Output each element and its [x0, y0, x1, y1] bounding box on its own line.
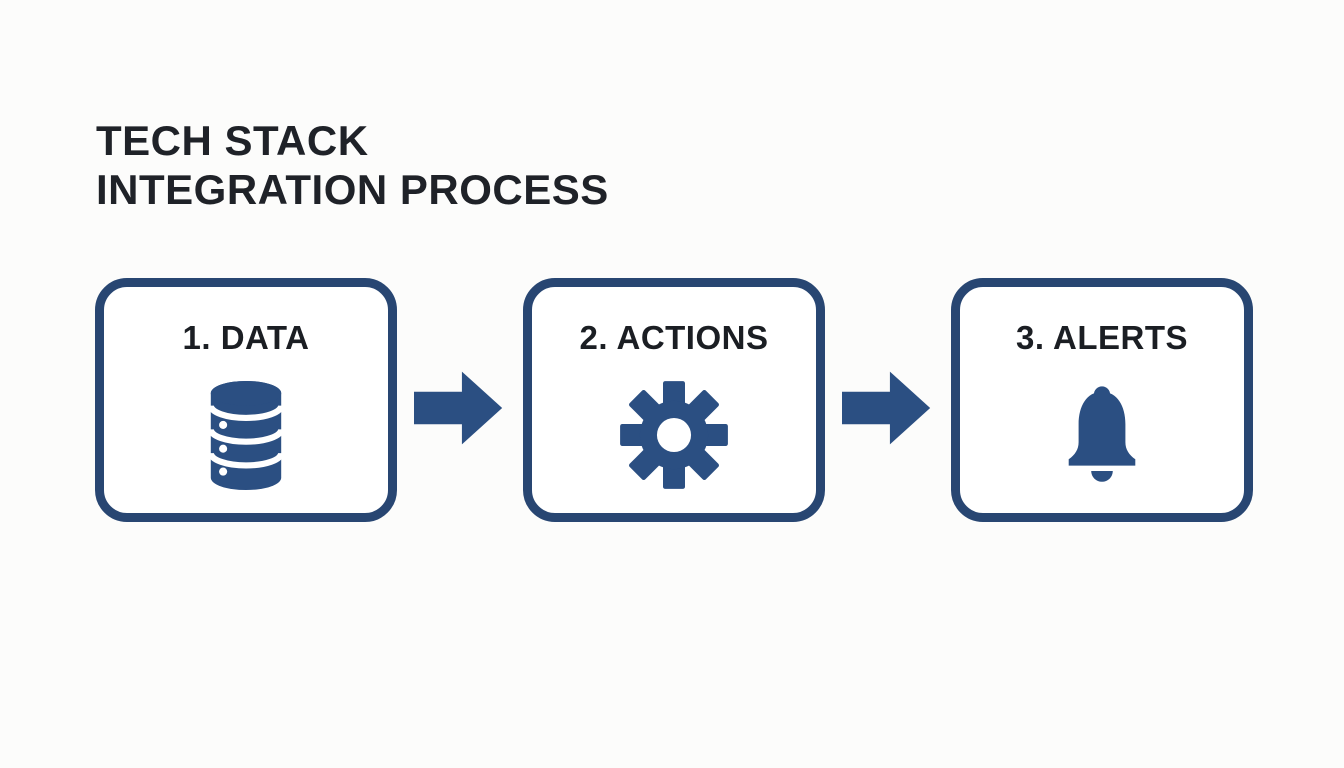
gear-icon [619, 357, 729, 513]
step-box-alerts: 3. ALERTS [951, 278, 1253, 522]
arrow-right-icon [397, 294, 523, 522]
step-label-actions: 2. ACTIONS [579, 319, 769, 356]
step-label-alerts: 3. ALERTS [1016, 319, 1188, 356]
page-title: TECH STACK INTEGRATION PROCESS [96, 116, 609, 214]
bell-icon [1057, 357, 1147, 513]
database-icon [202, 357, 290, 513]
title-line-1: TECH STACK [96, 117, 369, 164]
step-box-data: 1. DATA [95, 278, 397, 522]
title-line-2: INTEGRATION PROCESS [96, 166, 609, 213]
arrow-right-icon [825, 294, 951, 522]
process-flow: 1. DATA 2. ACTIONS [95, 278, 1253, 522]
step-box-actions: 2. ACTIONS [523, 278, 825, 522]
step-label-data: 1. DATA [182, 319, 310, 356]
